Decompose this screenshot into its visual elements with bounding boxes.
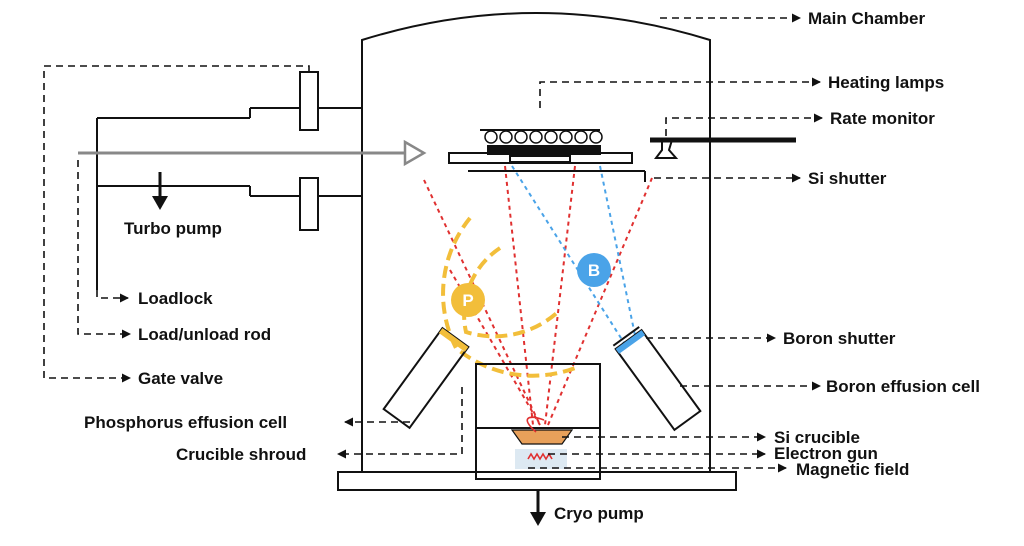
label-boron-effusion-cell: Boron effusion cell bbox=[826, 377, 980, 396]
label-turbo-pump: Turbo pump bbox=[124, 219, 222, 238]
phosphorus-effusion-cell bbox=[382, 326, 470, 430]
main-chamber-wall bbox=[361, 12, 711, 472]
turbo-pump-arrowhead bbox=[152, 196, 168, 210]
rate-monitor-assembly bbox=[650, 137, 796, 159]
cryo-pump-arrowhead bbox=[530, 512, 546, 526]
gate-valve-upper-flange bbox=[299, 71, 319, 131]
heating-lamp-bulb bbox=[529, 130, 543, 144]
label-electron-gun: Electron gun bbox=[774, 444, 878, 463]
magnetic-field-loop bbox=[526, 416, 545, 433]
gate-valve-lower-flange bbox=[299, 177, 319, 231]
substrate-holder bbox=[448, 152, 633, 164]
label-load-unload-rod: Load/unload rod bbox=[138, 325, 271, 344]
boron-badge bbox=[577, 253, 611, 287]
crucible-shroud-box bbox=[475, 363, 601, 480]
electron-gun-block bbox=[515, 449, 567, 469]
callout-leaders bbox=[43, 13, 823, 473]
heating-lamp-bulb bbox=[484, 130, 498, 144]
chamber-base-flange bbox=[337, 471, 737, 491]
phosphorus-badge bbox=[451, 283, 485, 317]
label-si-shutter: Si shutter bbox=[808, 169, 887, 188]
phosphorus-flux-arc-outer bbox=[441, 216, 581, 378]
heating-lamp-bulb bbox=[499, 130, 513, 144]
label-loadlock: Loadlock bbox=[138, 289, 213, 308]
label-magnetic-field: Magnetic field bbox=[796, 460, 909, 479]
rod-arrowhead-icon bbox=[403, 139, 427, 167]
label-gate-valve: Gate valve bbox=[138, 369, 223, 388]
heating-lamp-bulb bbox=[514, 130, 528, 144]
label-si-crucible: Si crucible bbox=[774, 428, 860, 447]
loadlock-assembly bbox=[96, 71, 362, 290]
boron-effusion-cell bbox=[612, 326, 702, 432]
boron-badge-text: B bbox=[588, 261, 600, 280]
phosphorus-flux-arc-inner bbox=[462, 246, 562, 339]
label-phosphorus-effusion-cell: Phosphorus effusion cell bbox=[84, 413, 287, 432]
label-heating-lamps: Heating lamps bbox=[828, 73, 944, 92]
label-rate-monitor: Rate monitor bbox=[830, 109, 935, 128]
heating-lamp-bulb bbox=[589, 130, 603, 144]
electron-gun-coil bbox=[527, 452, 553, 461]
heating-lamp-bulb bbox=[544, 130, 558, 144]
si-crucible-melt bbox=[510, 429, 574, 445]
heating-lamps bbox=[480, 129, 603, 155]
electron-beams bbox=[423, 165, 653, 426]
heating-lamp-bulb bbox=[559, 130, 573, 144]
label-cryo-pump: Cryo pump bbox=[554, 504, 644, 523]
label-main-chamber: Main Chamber bbox=[808, 9, 926, 28]
phosphorus-badge-text: P bbox=[462, 291, 473, 310]
heating-lamp-bulb bbox=[574, 130, 588, 144]
label-crucible-shroud: Crucible shroud bbox=[176, 445, 306, 464]
label-boron-shutter: Boron shutter bbox=[783, 329, 896, 348]
